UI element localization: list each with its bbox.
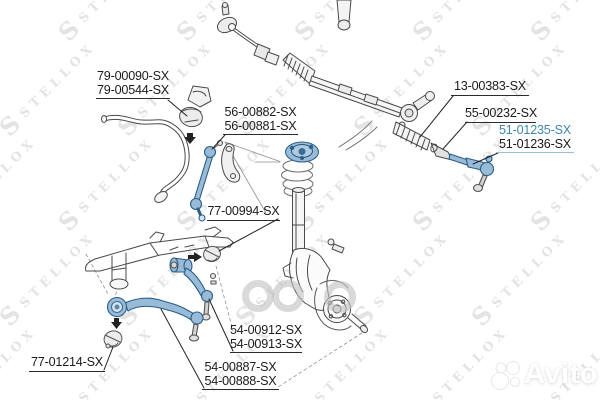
stabilizer-bushing <box>179 85 212 128</box>
front-control-arm <box>106 296 204 342</box>
steering-rack <box>216 2 453 161</box>
part-number: 54-00888-SX <box>204 373 277 388</box>
part-number: 77-00994-SX <box>207 204 280 218</box>
install-arrow-right-icon <box>188 252 202 262</box>
subframe <box>85 226 234 290</box>
part-number: 54-00887-SX <box>204 360 277 374</box>
part-number: 56-00882-SX <box>224 105 297 119</box>
label-inner-tie-rod: 55-00232-SX <box>465 106 538 123</box>
ring-watermark <box>242 280 356 313</box>
part-number: 51-01236-SX <box>498 136 572 151</box>
bushing-77-00994 <box>203 245 221 263</box>
outer-tie-rod-end <box>448 153 495 193</box>
part-number: 77-01214-SX <box>30 355 104 369</box>
strut-top-mount <box>285 141 319 163</box>
part-number: 55-00232-SX <box>465 106 538 120</box>
strut-assembly <box>281 141 319 253</box>
part-number: 54-00913-SX <box>230 336 303 351</box>
label-stabilizer-bushing: 79-00090-SX 79-00544-SX <box>96 69 170 99</box>
avito-logo-icon <box>491 361 520 390</box>
label-outer-tie-rod: 51-01235-SX 51-01236-SX <box>496 123 574 153</box>
bushing-77-01214 <box>103 330 123 349</box>
part-number: 56-00881-SX <box>224 118 297 133</box>
label-stabilizer-link: 56-00882-SX 56-00881-SX <box>223 105 298 135</box>
part-number-highlighted: 51-01235-SX <box>498 123 572 137</box>
stabilizer-bar <box>101 114 190 203</box>
steering-column-stub <box>336 0 352 31</box>
label-strut-mount-bushing: 77-00994-SX <box>207 204 280 221</box>
part-number: 54-00912-SX <box>230 323 303 337</box>
install-arrow-down-icon <box>111 318 122 329</box>
avito-watermark: Avito <box>481 352 598 396</box>
label-arm-bushing: 77-01214-SX <box>29 355 105 372</box>
label-rear-arm-joint: 54-00912-SX 54-00913-SX <box>230 323 303 353</box>
avito-wordmark: Avito <box>524 357 598 390</box>
strut-fork-bracket <box>221 143 241 183</box>
rear-control-arm <box>169 257 217 321</box>
part-number: 13-00383-SX <box>453 79 527 93</box>
install-arrow-down-icon <box>184 133 196 144</box>
label-steering-boot: 13-00383-SX <box>451 79 529 96</box>
part-number: 79-00090-SX <box>96 69 170 83</box>
part-number: 79-00544-SX <box>96 82 170 97</box>
leader-lines <box>103 95 499 389</box>
stabilizer-link <box>189 139 224 222</box>
label-front-arm: 54-00887-SX 54-00888-SX <box>202 360 279 390</box>
